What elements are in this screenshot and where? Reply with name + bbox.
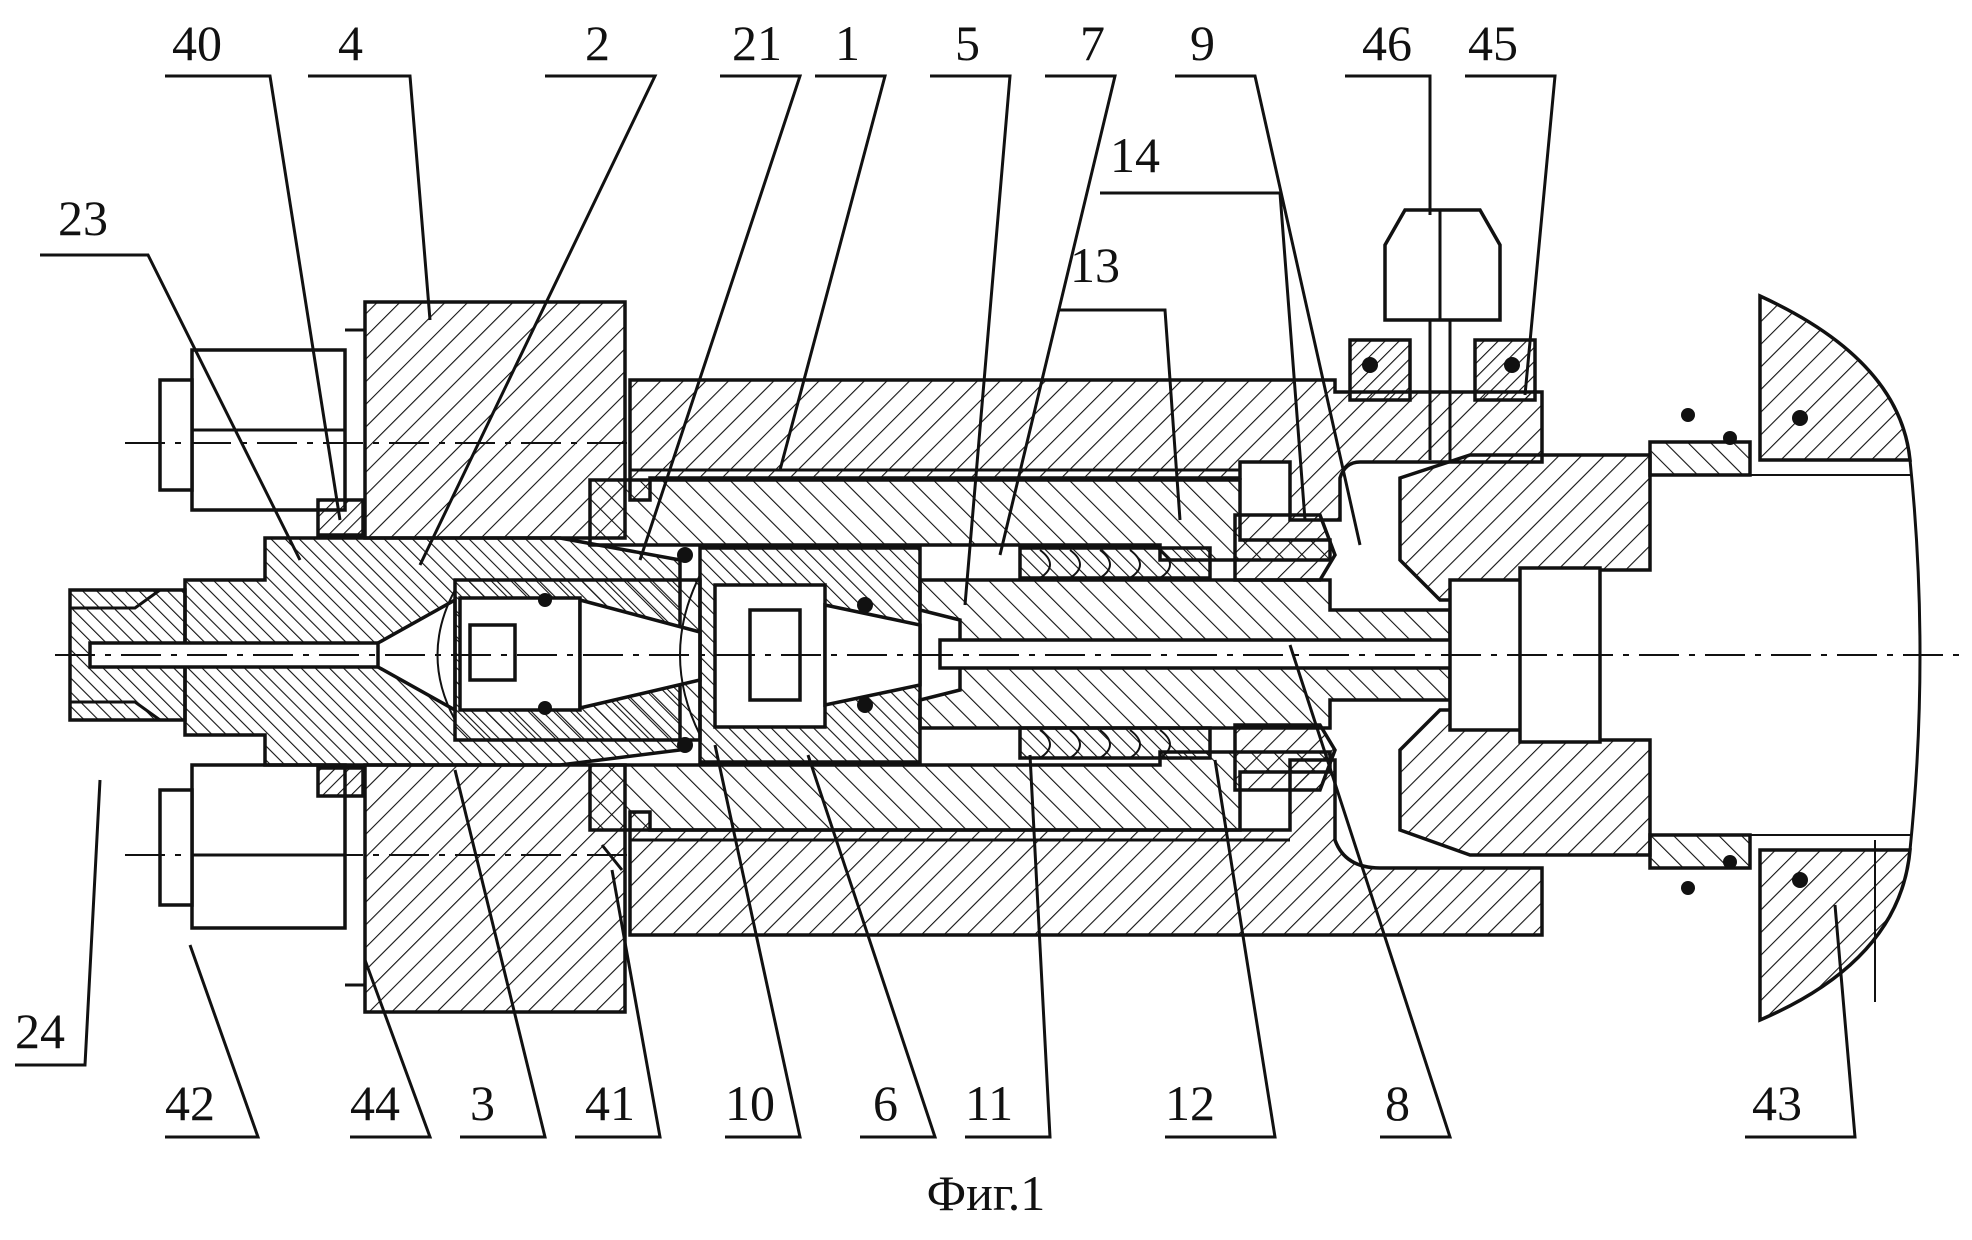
end-cap xyxy=(1660,293,1922,1023)
rear-bore xyxy=(1648,408,1752,895)
label-21: 21 xyxy=(732,15,782,71)
label-40: 40 xyxy=(172,15,222,71)
label-44: 44 xyxy=(350,1075,400,1131)
flange xyxy=(345,300,627,1014)
label-45: 45 xyxy=(1468,15,1518,71)
valve-cage-front xyxy=(453,578,702,742)
leader-lines xyxy=(15,74,1857,1139)
label-5: 5 xyxy=(955,15,980,71)
spring-stack-upper xyxy=(1018,546,1212,580)
inner-sleeve xyxy=(588,478,1332,832)
label-41: 41 xyxy=(585,1075,635,1131)
label-46: 46 xyxy=(1362,15,1412,71)
label-14: 14 xyxy=(1110,127,1160,183)
label-12: 12 xyxy=(1165,1075,1215,1131)
label-2: 2 xyxy=(585,15,610,71)
figure-caption: Фиг.1 xyxy=(927,1165,1046,1221)
label-1: 1 xyxy=(835,15,860,71)
washers xyxy=(316,498,365,798)
label-3: 3 xyxy=(470,1075,495,1131)
label-43: 43 xyxy=(1752,1075,1802,1131)
label-10: 10 xyxy=(725,1075,775,1131)
label-9: 9 xyxy=(1190,15,1215,71)
label-7: 7 xyxy=(1080,15,1105,71)
label-13: 13 xyxy=(1070,237,1120,293)
label-42: 42 xyxy=(165,1075,215,1131)
label-24: 24 xyxy=(15,1003,65,1059)
top-fitting xyxy=(1348,208,1537,460)
label-11: 11 xyxy=(965,1075,1013,1131)
label-8: 8 xyxy=(1385,1075,1410,1131)
bolt-upper xyxy=(158,348,347,512)
label-23: 23 xyxy=(58,190,108,246)
spring-stack-lower xyxy=(1018,726,1212,760)
label-6: 6 xyxy=(873,1075,898,1131)
part-labels: 40 4 2 21 1 5 7 9 46 45 14 13 23 24 42 4… xyxy=(15,15,1802,1131)
label-4: 4 xyxy=(338,15,363,71)
